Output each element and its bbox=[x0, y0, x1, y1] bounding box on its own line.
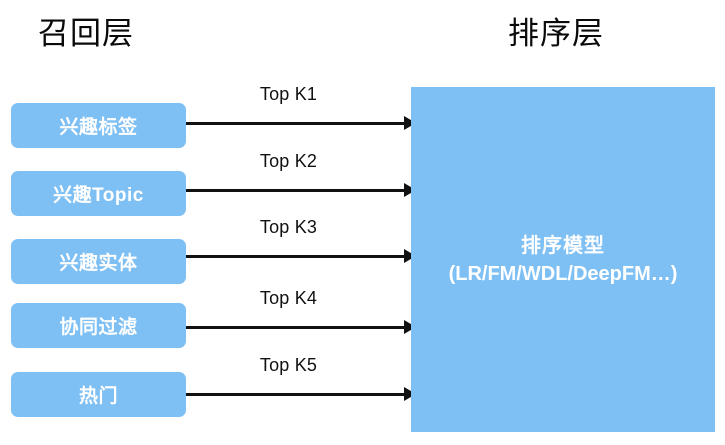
arrow-topk1: Top K1 bbox=[186, 84, 416, 130]
recall-source-box-interest-tag: 兴趣标签 bbox=[11, 103, 186, 148]
arrow-topk5: Top K5 bbox=[186, 355, 416, 401]
arrow-line bbox=[186, 189, 408, 192]
recall-source-label: 兴趣实体 bbox=[59, 253, 138, 274]
arrow-label: Top K4 bbox=[259, 288, 318, 308]
recall-source-box-interest-entity: 兴趣实体 bbox=[11, 239, 186, 284]
recall-source-label: 协同过滤 bbox=[59, 317, 138, 338]
arrow-line bbox=[186, 326, 408, 329]
arrow-line bbox=[186, 255, 408, 258]
recall-source-label: 兴趣标签 bbox=[59, 117, 138, 138]
arrow-label: Top K3 bbox=[259, 217, 318, 237]
arrow-line bbox=[186, 122, 408, 125]
recall-source-label: 热门 bbox=[78, 386, 118, 407]
arrow-topk4: Top K4 bbox=[186, 288, 416, 334]
recall-source-label: 兴趣Topic bbox=[53, 185, 144, 206]
ranking-model-title: 排序模型 bbox=[521, 234, 605, 257]
recall-source-box-hot: 热门 bbox=[11, 372, 186, 417]
arrow-label: Top K5 bbox=[259, 355, 318, 375]
arrow-topk2: Top K2 bbox=[186, 151, 416, 197]
arrow-label: Top K1 bbox=[259, 84, 318, 104]
ranking-model-box: 排序模型 (LR/FM/WDL/DeepFM…) bbox=[411, 87, 715, 432]
recall-source-box-interest-topic: 兴趣Topic bbox=[11, 171, 186, 216]
arrow-line bbox=[186, 393, 408, 396]
ranking-layer-title: 排序层 bbox=[508, 16, 604, 51]
recall-source-box-collaborative-filtering: 协同过滤 bbox=[11, 303, 186, 348]
recall-layer-title: 召回层 bbox=[38, 16, 134, 51]
ranking-model-subtitle: (LR/FM/WDL/DeepFM…) bbox=[448, 262, 678, 285]
arrow-topk3: Top K3 bbox=[186, 217, 416, 263]
arrow-label: Top K2 bbox=[259, 151, 318, 171]
